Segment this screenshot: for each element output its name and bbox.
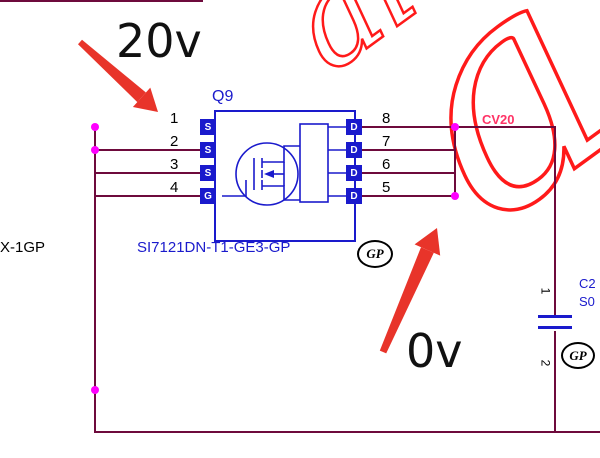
- junction-dot: [451, 192, 459, 200]
- pin-number: 5: [382, 179, 391, 196]
- pin-designator-s: S: [200, 165, 216, 181]
- pin-number: 8: [382, 110, 391, 127]
- pin-number: 3: [170, 156, 179, 173]
- pin-designator-s: S: [200, 142, 216, 158]
- arrow-0v-head: [414, 228, 441, 256]
- pin-designator-g: G: [200, 188, 216, 204]
- component-refdes: Q9: [212, 88, 234, 105]
- capacitor-pin-number: 1: [538, 287, 553, 295]
- gp-logo: GP: [561, 342, 595, 369]
- wire-cap-lower: [554, 331, 556, 432]
- pin-number: 4: [170, 179, 179, 196]
- arrow-20v-head: [132, 87, 158, 112]
- partial-part-text: X-1GP: [0, 239, 46, 256]
- pin-number: 7: [382, 133, 391, 150]
- junction-dot: [91, 386, 99, 394]
- pin-designator-s: S: [200, 119, 216, 135]
- net-label-cv20: CV20: [482, 112, 515, 127]
- wire-pin2-left: [94, 149, 203, 151]
- voltage-annotation-0v: 0v: [406, 324, 463, 378]
- wire-pin6-right: [361, 172, 455, 174]
- wire-left-bus: [94, 126, 96, 433]
- wire-cap-upper: [554, 126, 556, 316]
- capacitor-plate: [538, 326, 572, 329]
- watermark-small-text: ala: [259, 0, 507, 100]
- pin-designator-d: D: [346, 165, 362, 181]
- capacitor-label-bottom: S0: [579, 294, 595, 309]
- component-part-number: SI7121DN-T1-GE3-GP: [137, 239, 291, 256]
- pin-designator-d: D: [346, 188, 362, 204]
- pin-number: 2: [170, 133, 179, 150]
- capacitor-plate: [538, 315, 572, 318]
- junction-dot: [91, 123, 99, 131]
- capacitor-label-top: C2: [579, 276, 596, 291]
- wire-pin8-right: [361, 126, 455, 128]
- pin-number: 6: [382, 156, 391, 173]
- component-body-q9: [214, 110, 356, 242]
- pin-number: 1: [170, 110, 179, 127]
- capacitor-pin-number: 2: [538, 359, 553, 367]
- wire-pin1-left: [0, 0, 203, 2]
- junction-dot: [91, 146, 99, 154]
- wire-top-right: [454, 126, 556, 128]
- wire-pin4-left: [94, 195, 203, 197]
- voltage-annotation-20v: 20v: [116, 14, 202, 68]
- gp-logo: GP: [357, 240, 393, 268]
- wire-right-bus: [454, 126, 456, 197]
- wire-pin5-right: [361, 195, 455, 197]
- wire-pin7-right: [361, 149, 455, 151]
- wire-bottom: [94, 431, 600, 433]
- wire-pin3-left: [94, 172, 203, 174]
- pin-designator-d: D: [346, 142, 362, 158]
- pin-designator-d: D: [346, 119, 362, 135]
- junction-dot: [451, 123, 459, 131]
